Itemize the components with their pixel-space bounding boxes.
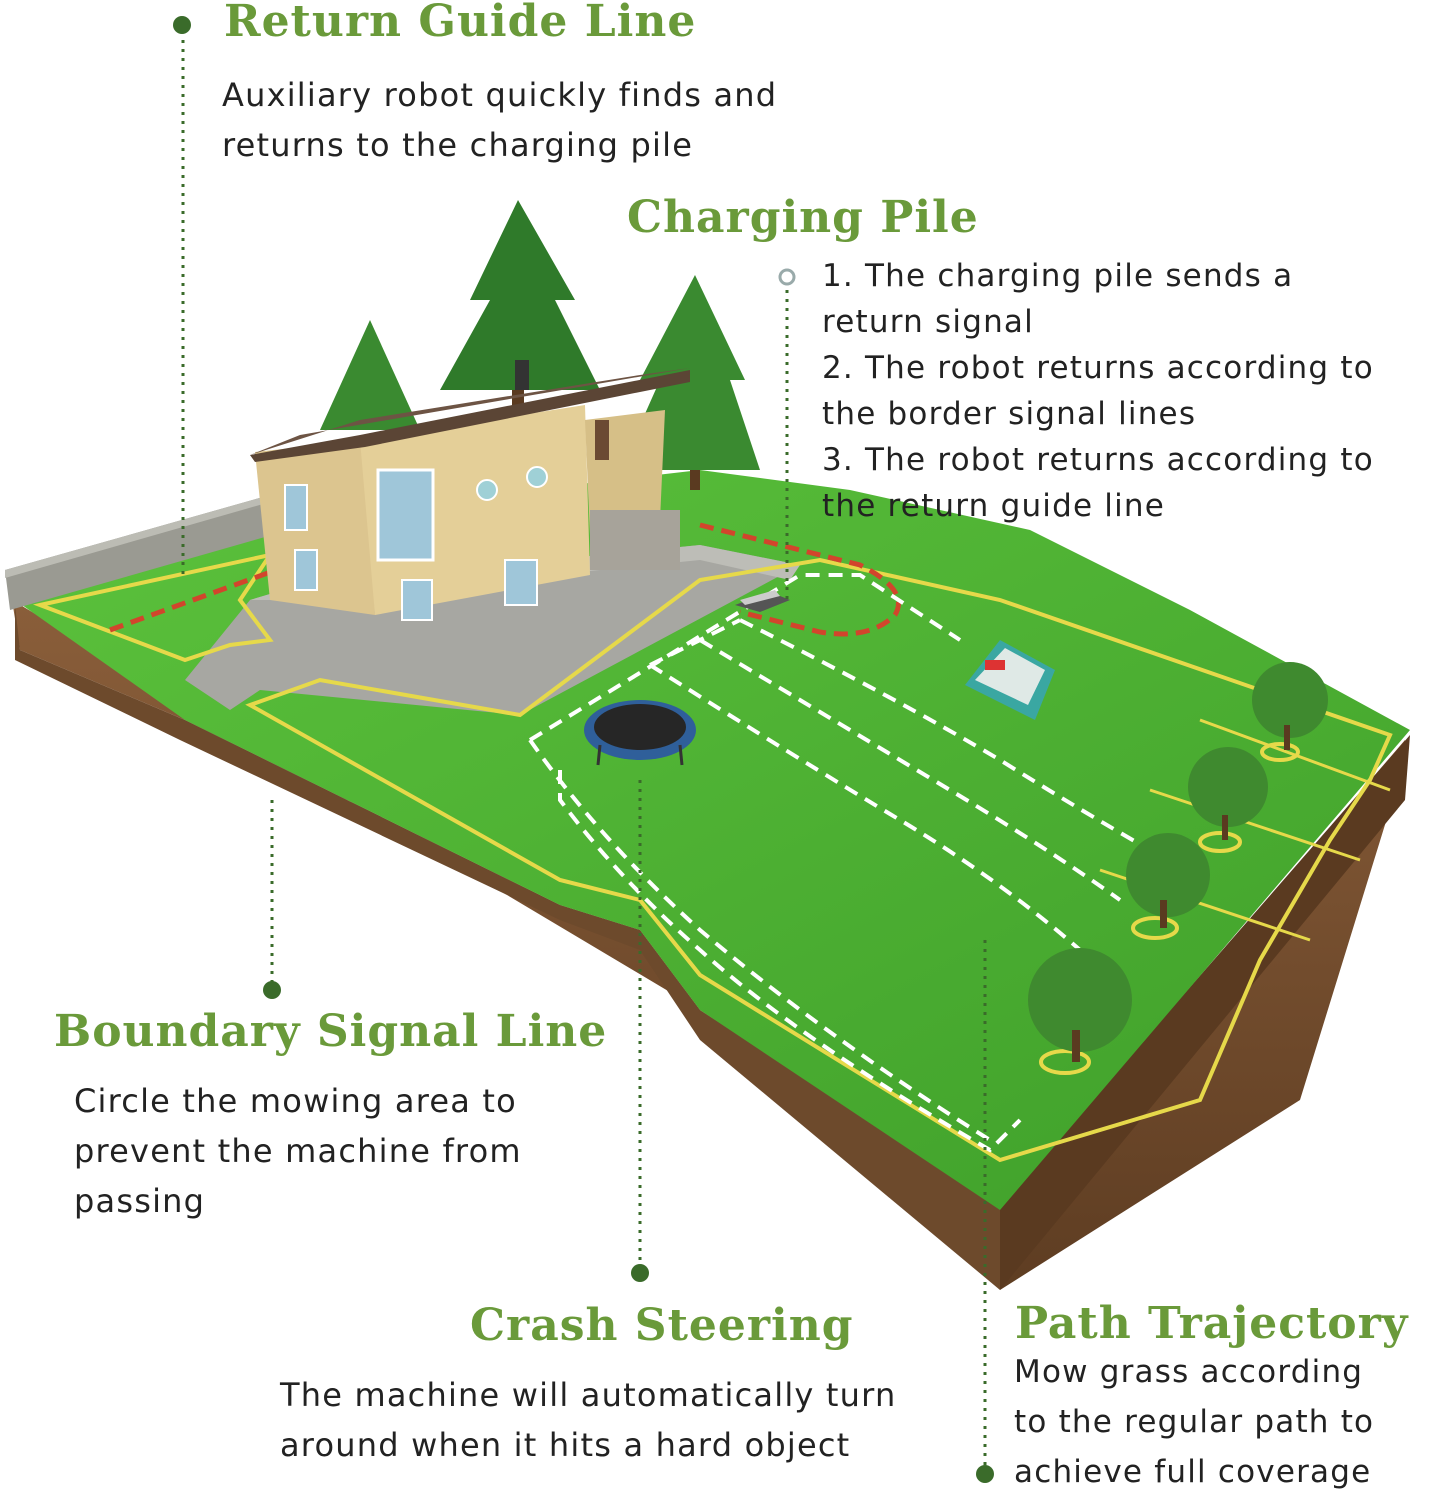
boundary-title: Boundary Signal Line bbox=[54, 1006, 608, 1057]
charging-pile-line-1: 1. The charging pile sends a bbox=[822, 258, 1294, 294]
charging-pile-line-3: 2. The robot returns according to bbox=[822, 350, 1374, 386]
charging-pile-line-5: 3. The robot returns according to bbox=[822, 442, 1374, 478]
charging-pile-line-4: the border signal lines bbox=[822, 396, 1197, 432]
return-guide-title: Return Guide Line bbox=[224, 0, 697, 47]
crash-desc: The machine will automatically turn arou… bbox=[280, 1370, 896, 1470]
charging-pile-desc: 1. The charging pile sends a return sign… bbox=[822, 253, 1374, 529]
crash-line-2: around when it hits a hard object bbox=[280, 1426, 851, 1464]
boundary-line-1: Circle the mowing area to bbox=[74, 1082, 517, 1120]
return-guide-desc: Auxiliary robot quickly finds and return… bbox=[222, 70, 777, 170]
path-line-2: to the regular path to bbox=[1014, 1404, 1375, 1440]
path-trajectory bbox=[528, 573, 1151, 1153]
return-guide-dot bbox=[173, 16, 191, 34]
path-desc: Mow grass according to the regular path … bbox=[1014, 1347, 1374, 1497]
charging-pile-line-6: the return guide line bbox=[822, 488, 1166, 524]
boundary-line-3: passing bbox=[74, 1182, 206, 1220]
soil-right bbox=[1000, 735, 1410, 1290]
robot-mower-icon bbox=[965, 640, 1055, 720]
tree-icon bbox=[1028, 948, 1132, 1075]
path-dot bbox=[976, 1465, 994, 1483]
trampoline-icon bbox=[584, 700, 696, 766]
crash-dot bbox=[631, 1264, 649, 1282]
boundary-line-2: prevent the machine from bbox=[74, 1132, 522, 1170]
tree-icon bbox=[1126, 833, 1210, 940]
charging-pile-line-2: return signal bbox=[822, 304, 1034, 340]
charging-station-icon bbox=[735, 590, 790, 612]
path-line-1: Mow grass according bbox=[1014, 1354, 1364, 1390]
return-guide-line bbox=[109, 562, 291, 633]
tree-icon bbox=[1252, 662, 1328, 762]
return-guide-line-2: returns to the charging pile bbox=[222, 126, 694, 164]
charging-pile-dot bbox=[778, 268, 796, 286]
return-guide-line-1: Auxiliary robot quickly finds and bbox=[222, 76, 778, 114]
leader-lines bbox=[181, 40, 987, 1468]
crash-title: Crash Steering bbox=[470, 1300, 854, 1351]
soil-front bbox=[15, 605, 1000, 1290]
boundary-dot bbox=[263, 981, 281, 999]
path-line-3: achieve full coverage bbox=[1014, 1454, 1372, 1490]
crash-line-1: The machine will automatically turn bbox=[280, 1376, 897, 1414]
tree-icon bbox=[1188, 747, 1268, 853]
house-icon bbox=[250, 360, 690, 621]
tree-icon bbox=[320, 320, 420, 430]
charging-pile-title: Charging Pile bbox=[627, 192, 979, 243]
boundary-desc: Circle the mowing area to prevent the ma… bbox=[74, 1076, 522, 1226]
path-title: Path Trajectory bbox=[1015, 1298, 1409, 1349]
stone-wall bbox=[5, 495, 272, 610]
